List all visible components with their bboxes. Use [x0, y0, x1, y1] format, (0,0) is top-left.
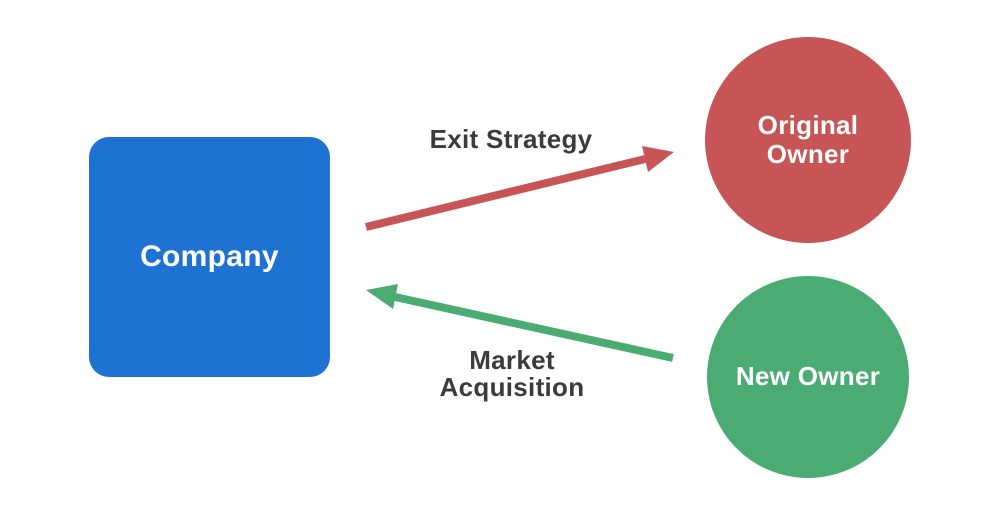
exit-strategy-arrowhead-icon [642, 146, 674, 172]
original-owner-node: Original Owner [705, 37, 911, 243]
market-acquisition-arrowhead-icon [366, 284, 398, 309]
market-acquisition-arrow [366, 284, 674, 362]
company-node: Company [89, 137, 330, 377]
exit-strategy-arrow [365, 146, 674, 231]
company-node-label: Company [140, 240, 279, 273]
new-owner-node: New Owner [707, 276, 909, 478]
original-owner-node-label: Original Owner [757, 109, 859, 169]
exit-strategy-label: Exit Strategy [429, 124, 593, 154]
new-owner-node-label: New Owner [735, 361, 881, 392]
market-acquisition-label: Market Acquisition [439, 345, 585, 403]
exit-strategy-arrow-shaft [365, 155, 646, 231]
market-acquisition-arrow-shaft [394, 293, 674, 362]
